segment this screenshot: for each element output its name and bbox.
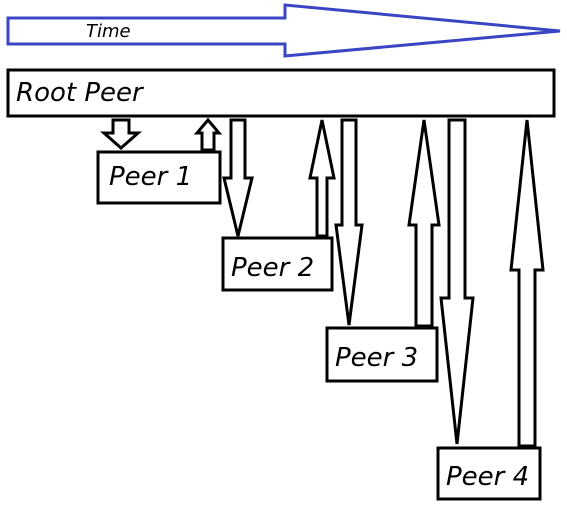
down-arrow-peer-3	[334, 118, 364, 326]
peer-1-label: Peer 1	[109, 162, 192, 192]
peer-1-box	[96, 150, 222, 205]
peer-node-4: Peer 4	[436, 446, 542, 501]
time-label: Time	[86, 21, 131, 42]
root-peer-box	[6, 68, 556, 118]
peer-3-box	[325, 326, 439, 383]
up-arrow-peer-1	[193, 117, 223, 152]
peer-node-1: Peer 1	[96, 150, 222, 205]
up-arrow-peer-4	[509, 119, 545, 448]
root-peer-node: Root Peer	[6, 68, 556, 118]
root-peer-label: Root Peer	[16, 78, 145, 108]
up-arrow-peer-2	[308, 119, 336, 238]
peer-node-2: Peer 2	[221, 236, 334, 292]
peer-3-label: Peer 3	[335, 343, 418, 373]
time-arrow: Time	[6, 3, 561, 58]
down-arrow-peer-2	[222, 118, 254, 237]
peer-4-box	[436, 446, 542, 501]
peer-2-box	[221, 236, 334, 292]
peer-4-label: Peer 4	[446, 462, 529, 492]
peer-node-3: Peer 3	[325, 326, 439, 383]
down-arrow-peer-4	[439, 118, 475, 445]
down-arrow-peer-1	[100, 118, 142, 151]
time-arrow-shape	[6, 3, 561, 58]
peer-2-label: Peer 2	[231, 253, 314, 283]
up-arrow-peer-3	[407, 119, 441, 328]
